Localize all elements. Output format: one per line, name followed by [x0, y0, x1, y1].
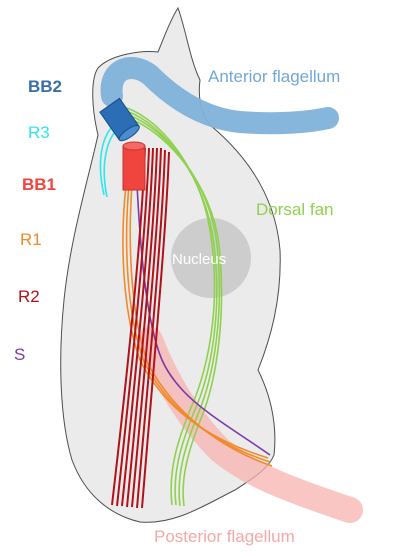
r2-label: R2 — [18, 287, 40, 306]
bb2-label: BB2 — [28, 77, 62, 96]
bb1-basal-body — [123, 142, 145, 190]
r1-label: R1 — [20, 230, 42, 249]
s-label: S — [14, 345, 25, 364]
posterior-flagellum-label: Posterior flagellum — [154, 527, 295, 546]
bb1-label: BB1 — [22, 175, 56, 194]
anterior-flagellum-label: Anterior flagellum — [208, 67, 340, 86]
r3-label: R3 — [28, 123, 50, 142]
dorsal-fan-label: Dorsal fan — [256, 200, 333, 219]
nucleus-label: Nucleus — [172, 251, 226, 268]
